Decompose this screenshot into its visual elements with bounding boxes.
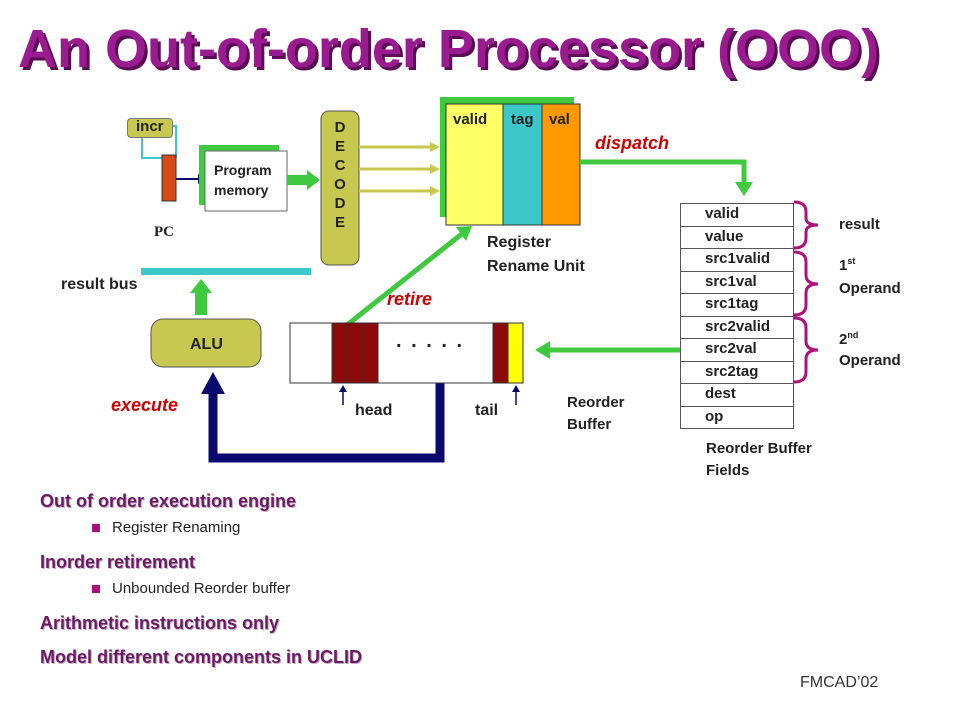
dispatch-arrow [580, 159, 747, 184]
rename-col-valid [445, 103, 504, 226]
operand2-label: 2nd [839, 330, 858, 348]
rename-header-val: val [549, 111, 570, 128]
bullet-1-head: Out of order execution engine [40, 491, 297, 511]
rob-field-src2valid: src2valid [680, 315, 794, 338]
decode-letter-d2: D [334, 195, 346, 212]
reorder-buffer-label-2: Buffer [567, 416, 612, 433]
rename-header-tag: tag [511, 111, 534, 128]
alu-bus-arrow [195, 292, 207, 315]
rob-entry-4 [492, 322, 509, 384]
reorder-buffer-label-1: Reorder [567, 394, 625, 411]
rob-entry-tail [507, 322, 524, 384]
bullet-1-sub-text: Register Renaming [112, 519, 241, 536]
operand1-label: 1st [839, 256, 855, 274]
mem-decode-arrow-head [307, 170, 320, 190]
result-brace-label: result [839, 216, 880, 233]
tail-label: tail [475, 402, 499, 419]
rob-field-dest: dest [680, 383, 794, 406]
incr-label: incr [136, 118, 164, 135]
bullet-square-icon [92, 524, 100, 532]
operand1-num: 1 [839, 257, 848, 274]
rename-col-tag [502, 103, 543, 226]
bullet-square-icon [92, 585, 100, 593]
rob-entry-2 [346, 322, 363, 384]
rename-unit-label-1: Register [487, 234, 552, 251]
operand2-sup: nd [847, 330, 859, 340]
bullet-3-head: Arithmetic instructions only [40, 613, 280, 633]
operand1-brace [793, 250, 819, 317]
result-bus-label: result bus [61, 276, 138, 293]
decode-rename-arrows [359, 142, 440, 196]
footer-label: FMCAD’02 [800, 674, 879, 691]
rename-col-val [541, 103, 581, 226]
dispatch-arrow-head [735, 182, 753, 196]
operand2-brace [793, 316, 819, 384]
bullet-2-head: Inorder retirement [40, 552, 196, 572]
alu-block [150, 318, 262, 368]
decode-letters: D E C O D E [321, 118, 359, 232]
program-memory-box [204, 150, 288, 212]
rob-field-value: value [680, 225, 794, 248]
execute-path [208, 383, 445, 463]
dispatch-label: dispatch [595, 133, 670, 153]
rob-field-valid: valid [680, 203, 794, 226]
result-brace [793, 200, 819, 250]
decode-block [320, 110, 360, 266]
alu-bus-arrow-head [190, 279, 212, 293]
alu-label: ALU [190, 336, 223, 353]
rob-field-src2val: src2val [680, 338, 794, 361]
execute-arrow-head [201, 372, 225, 394]
rob-field-src1tag: src1tag [680, 293, 794, 316]
operand2-word: Operand [839, 352, 901, 369]
retire-arrow [345, 231, 465, 327]
rob-field-src1val: src1val [680, 270, 794, 293]
page-title: An Out-of-order Processor (OOO) [18, 19, 880, 79]
decode-letter-e: E [334, 138, 345, 155]
retire-arrow-head [456, 226, 472, 241]
rob-field-op: op [680, 405, 794, 428]
head-label: head [355, 402, 393, 419]
decode-letter-d: D [334, 119, 346, 136]
program-memory-line2: memory [214, 182, 269, 198]
pc-label: PC [154, 224, 174, 240]
operand1-word: Operand [839, 280, 901, 297]
execute-label: execute [111, 395, 179, 415]
pc-register [161, 154, 177, 202]
decode-letter-c: C [334, 157, 346, 174]
rename-header-valid: valid [453, 111, 488, 128]
operand1-sup: st [847, 256, 856, 266]
rob-entry-3 [361, 322, 379, 384]
bullet-1-sub: Register Renaming [92, 519, 240, 536]
rob-dots: . . . . . [396, 330, 465, 352]
result-bus [141, 268, 311, 275]
retire-label: retire [387, 289, 433, 309]
mem-decode-arrow [287, 175, 307, 185]
rename-unit-label-2: Rename Unit [487, 258, 585, 275]
rob-fields-table: valid value src1valid src1val src1tag sr… [680, 203, 794, 429]
fields-rob-arrow-head [535, 341, 550, 359]
bullet-4-head: Model different components in UCLID [40, 647, 362, 667]
reorder-buffer-box [289, 322, 524, 384]
rob-fields-caption-1: Reorder Buffer [706, 440, 812, 457]
decode-letter-o: O [334, 176, 346, 193]
operand2-num: 2 [839, 331, 848, 348]
incr-box [127, 118, 173, 138]
rob-fields-caption-2: Fields [706, 462, 750, 479]
decode-letter-e2: E [334, 214, 345, 231]
program-memory-line1: Program [214, 162, 272, 178]
rob-entry-1 [331, 322, 348, 384]
rob-field-src2tag: src2tag [680, 360, 794, 383]
rob-field-src1valid: src1valid [680, 248, 794, 271]
bullet-2-sub: Unbounded Reorder buffer [92, 580, 290, 597]
bullet-2-sub-text: Unbounded Reorder buffer [112, 580, 291, 597]
